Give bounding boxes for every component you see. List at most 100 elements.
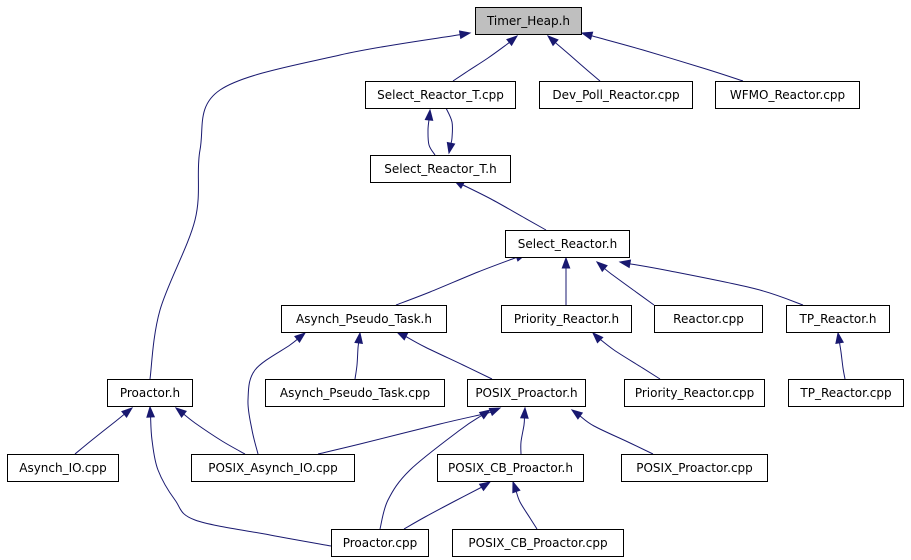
edge-line (603, 267, 655, 306)
node-label: TP_Reactor.h (799, 312, 877, 326)
node-label: POSIX_Proactor.h (475, 386, 577, 400)
edge-line (520, 416, 525, 455)
edge-posix-proactor-cpp-to-posix-proactor-h (570, 409, 654, 455)
node-box (365, 81, 516, 109)
node-label: Dev_Poll_Reactor.cpp (552, 88, 679, 102)
node-posix-proactor-cpp[interactable]: POSIX_Proactor.cpp (621, 454, 768, 482)
node-box (7, 454, 119, 482)
node-select-reactor-t-cpp[interactable]: Select_Reactor_T.cpp (365, 81, 516, 109)
node-asynch-pseudo-task-cpp[interactable]: Asynch_Pseudo_Task.cpp (265, 379, 445, 407)
arrowhead-icon (618, 259, 632, 269)
edge-asynch-pseudo-task-h-to-select-reactor-h (395, 253, 528, 306)
node-box (788, 379, 904, 407)
node-label: POSIX_Proactor.cpp (636, 461, 753, 475)
node-box (475, 7, 582, 35)
edge-select-reactor-t-h-to-select-reactor-t-cpp (424, 108, 436, 156)
arrowhead-icon (446, 141, 456, 155)
arrowhead-icon (354, 331, 363, 344)
node-label: TP_Reactor.cpp (799, 386, 891, 400)
node-dev-poll-reactor-cpp[interactable]: Dev_Poll_Reactor.cpp (539, 81, 693, 109)
edge-line (628, 263, 804, 306)
node-label: Select_Reactor.h (518, 237, 617, 251)
node-tp-reactor-cpp[interactable]: TP_Reactor.cpp (788, 379, 904, 407)
edge-posix-asynch-io-cpp-to-proactor-h (174, 407, 246, 455)
edge-tp-reactor-cpp-to-tp-reactor-h (835, 331, 846, 380)
edge-reactor-cpp-to-select-reactor-h (595, 261, 655, 306)
node-select-reactor-t-h[interactable]: Select_Reactor_T.h (370, 155, 511, 183)
edge-select-reactor-t-cpp-to-timer-heap-h (452, 35, 519, 82)
node-box (786, 305, 890, 333)
arrowhead-icon (546, 35, 559, 47)
edge-priority-reactor-cpp-to-priority-reactor-h (591, 331, 661, 380)
node-box (281, 305, 447, 333)
edge-asynch-pseudo-task-cpp-to-asynch-pseudo-task-h (354, 331, 363, 380)
edge-line (515, 490, 538, 530)
node-posix-asynch-io-cpp[interactable]: POSIX_Asynch_IO.cpp (191, 454, 355, 482)
edge-wfmo-reactor-cpp-to-timer-heap-h (580, 31, 744, 82)
node-box (331, 529, 429, 557)
node-box (191, 454, 355, 482)
node-proactor-h[interactable]: Proactor.h (107, 379, 193, 407)
node-box (654, 305, 763, 333)
edge-posix-asynch-io-cpp-to-posix-proactor-h (317, 407, 502, 455)
edge-priority-reactor-h-to-select-reactor-h (561, 256, 571, 306)
edge-posix-cb-proactor-h-to-posix-proactor-h (519, 406, 529, 455)
arrowhead-icon (580, 31, 594, 41)
edge-select-reactor-t-cpp-to-select-reactor-t-h (445, 107, 456, 155)
edge-line (182, 413, 246, 455)
edge-line (578, 414, 654, 455)
node-box (107, 379, 193, 407)
node-box (621, 454, 768, 482)
node-box (437, 454, 584, 482)
node-wfmo-reactor-cpp[interactable]: WFMO_Reactor.cpp (715, 81, 860, 109)
edge-line (594, 335, 661, 380)
arrowhead-icon (561, 256, 571, 269)
node-box (539, 81, 693, 109)
edge-select-reactor-h-to-select-reactor-t-h (452, 179, 547, 231)
node-label: POSIX_CB_Proactor.cpp (468, 536, 607, 550)
node-label: Priority_Reactor.h (514, 312, 619, 326)
node-posix-proactor-h[interactable]: POSIX_Proactor.h (467, 379, 586, 407)
edge-proactor-cpp-to-proactor-h (146, 405, 332, 547)
node-label: Select_Reactor_T.h (384, 162, 496, 176)
arrowhead-icon (146, 405, 156, 418)
arrowhead-icon (424, 108, 434, 121)
node-box (452, 529, 624, 557)
node-proactor-cpp[interactable]: Proactor.cpp (331, 529, 429, 557)
node-label: POSIX_CB_Proactor.h (448, 461, 573, 475)
edge-line (74, 413, 126, 455)
edge-line (452, 41, 511, 82)
node-tp-reactor-h[interactable]: TP_Reactor.h (786, 305, 890, 333)
node-posix-cb-proactor-h[interactable]: POSIX_CB_Proactor.h (437, 454, 584, 482)
node-label: Asynch_Pseudo_Task.h (296, 312, 432, 326)
edge-line (427, 118, 436, 156)
edge-posix-cb-proactor-cpp-to-posix-cb-proactor-h (512, 480, 538, 530)
arrowhead-icon (595, 261, 608, 273)
arrowhead-icon (506, 35, 519, 47)
node-asynch-pseudo-task-h[interactable]: Asynch_Pseudo_Task.h (281, 305, 447, 333)
edge-line (403, 485, 485, 530)
node-label: Proactor.h (120, 386, 180, 400)
node-timer-heap-h: Timer_Heap.h (475, 7, 582, 35)
node-select-reactor-h[interactable]: Select_Reactor.h (505, 230, 630, 258)
node-priority-reactor-cpp[interactable]: Priority_Reactor.cpp (624, 379, 765, 407)
node-asynch-io-cpp[interactable]: Asynch_IO.cpp (7, 454, 119, 482)
arrowhead-icon (570, 409, 584, 420)
arrowhead-icon (478, 481, 492, 492)
node-reactor-cpp[interactable]: Reactor.cpp (654, 305, 763, 333)
edge-line (150, 415, 332, 547)
node-label: Timer_Heap.h (486, 14, 570, 28)
edge-dev-poll-reactor-cpp-to-timer-heap-h (546, 35, 601, 82)
edge-line (354, 341, 360, 380)
edge-line (554, 41, 601, 82)
edge-line (838, 341, 846, 380)
arrowhead-icon (121, 407, 134, 419)
edge-proactor-h-to-timer-heap-h (149, 30, 472, 380)
node-box (265, 379, 445, 407)
node-posix-cb-proactor-cpp[interactable]: POSIX_CB_Proactor.cpp (452, 529, 624, 557)
edge-asynch-io-cpp-to-proactor-h (74, 407, 134, 455)
arrowhead-icon (395, 331, 409, 341)
node-priority-reactor-h[interactable]: Priority_Reactor.h (501, 305, 632, 333)
edge-line (395, 256, 520, 306)
